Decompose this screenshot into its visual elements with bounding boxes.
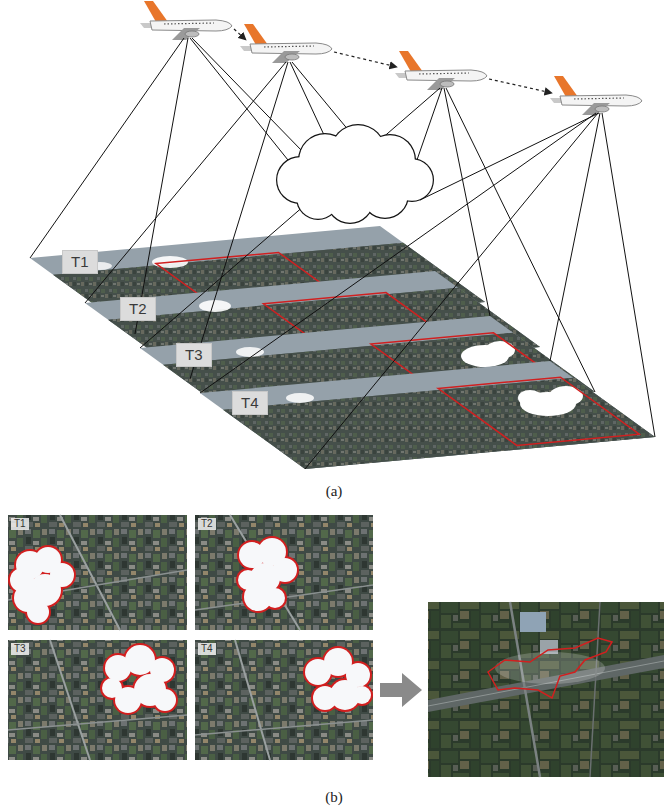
panel-label: (b) [325, 788, 343, 806]
view-lines [30, 38, 655, 469]
time-label-box: T1 [62, 250, 98, 274]
result-photo [428, 602, 664, 777]
time-label: T4 [198, 643, 216, 655]
time-label: T3 [11, 643, 29, 655]
time-label-box: T2 [120, 297, 156, 321]
photo [8, 640, 187, 760]
cloud [276, 124, 434, 224]
time-label-box: T4 [232, 391, 268, 415]
photo [195, 515, 373, 630]
time-label: T1 [11, 518, 29, 530]
panel-label: (a) [326, 482, 343, 500]
time-label: T1 [71, 253, 89, 271]
photo [195, 640, 373, 760]
time-label: T2 [129, 300, 147, 318]
time-label-box: T3 [176, 343, 212, 367]
photo [8, 515, 187, 630]
time-label: T3 [185, 346, 203, 364]
time-label: T2 [198, 518, 216, 530]
process-arrow [380, 673, 422, 707]
time-label: T4 [241, 394, 259, 412]
image-strip [200, 361, 655, 469]
airplanes [140, 1, 642, 115]
